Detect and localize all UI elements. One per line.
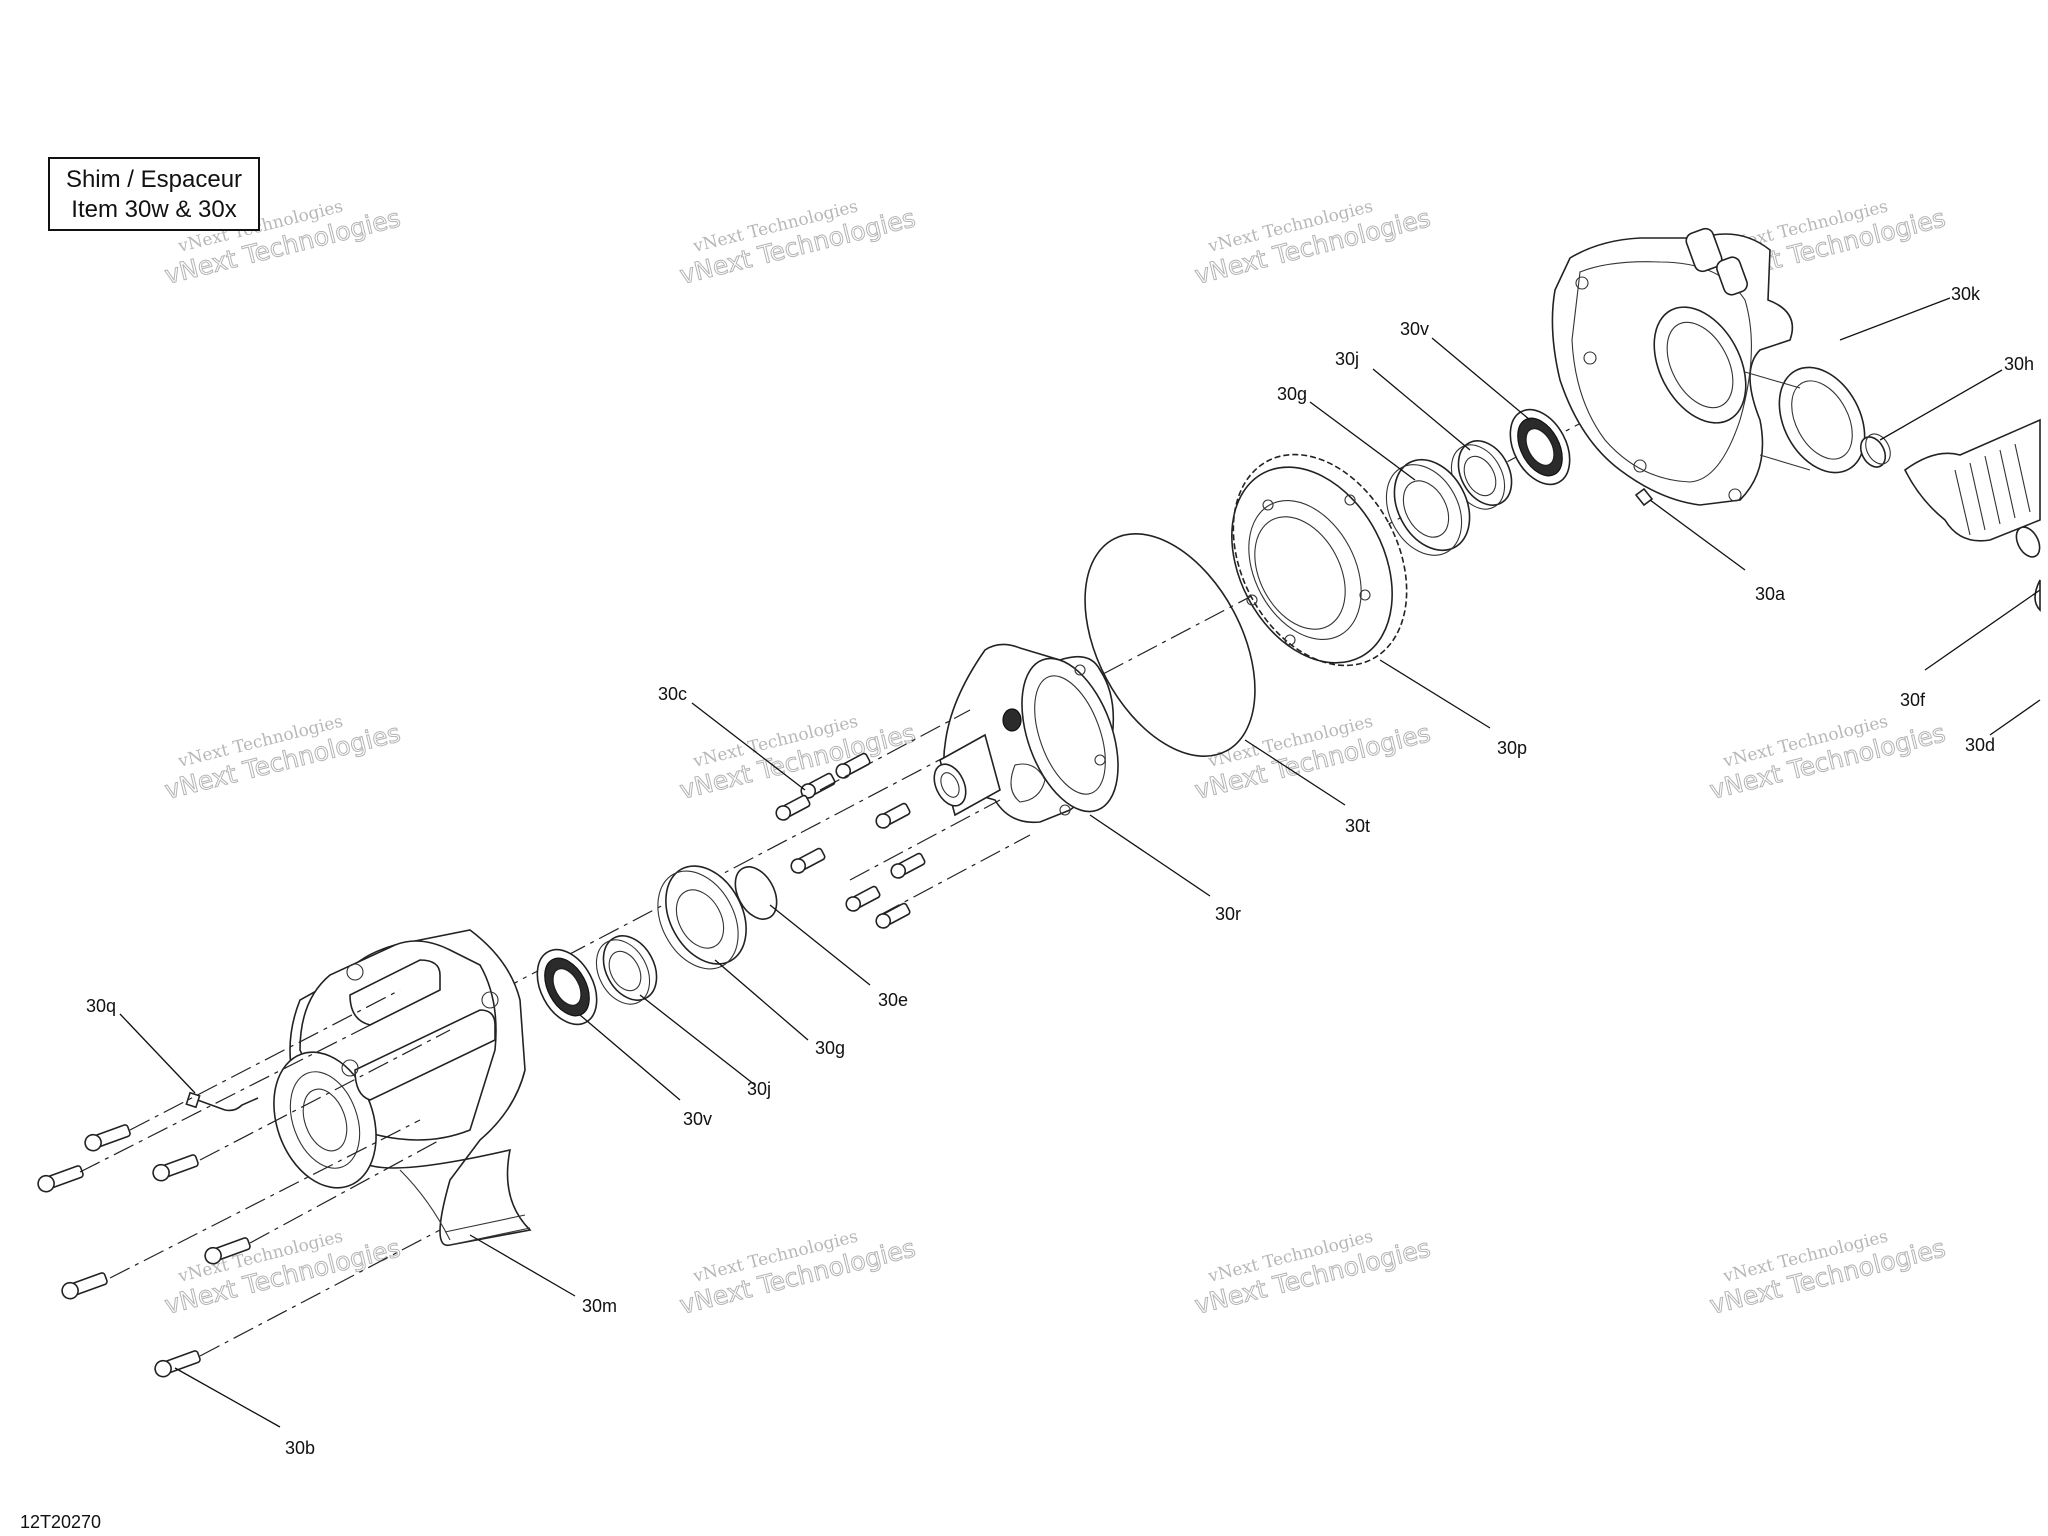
watermark: vNext Technologies vNext Technologies bbox=[676, 712, 918, 806]
watermark: vNext Technologies vNext Technologies bbox=[676, 1227, 918, 1321]
bolt-set-30b bbox=[37, 989, 451, 1378]
callout-30j-top: 30j bbox=[1335, 349, 1359, 369]
callout-30h: 30h bbox=[2004, 354, 2034, 374]
callout-30g-top: 30g bbox=[1277, 384, 1307, 404]
callout-30c: 30c bbox=[658, 684, 687, 704]
callout-30p: 30p bbox=[1497, 738, 1527, 758]
callout-30r: 30r bbox=[1215, 904, 1241, 924]
bearing-30j-top bbox=[1450, 440, 1513, 510]
shim-note-box: Shim / Espaceur Item 30w & 30x bbox=[48, 157, 260, 231]
diagram-code: 12T20270 bbox=[20, 1512, 102, 1532]
needle-bearing-30h bbox=[1859, 433, 1891, 468]
watermark: vNext Technologies vNext Technologies bbox=[161, 712, 403, 806]
pinion-shaft-30f bbox=[1903, 418, 2041, 612]
seal-30v-bottom bbox=[536, 948, 598, 1026]
ring-gear-30p bbox=[1231, 453, 1408, 667]
callout-30d: 30d bbox=[1965, 735, 1995, 755]
watermark: vNext Technologies vNext Technologies bbox=[1191, 1227, 1433, 1321]
watermark: vNext Technologies vNext Technologies bbox=[1706, 712, 1948, 806]
watermark: vNext Technologies vNext Technologies bbox=[1706, 1227, 1948, 1321]
bearing-30g-bottom bbox=[657, 865, 747, 970]
o-ring-30t bbox=[1084, 532, 1256, 758]
callout-labels: 30k 30h 30v 30j 30g 30a 30f 30d 30p 30t … bbox=[86, 284, 2034, 1458]
seal-30v-top bbox=[1509, 408, 1571, 486]
callout-30j-bottom: 30j bbox=[747, 1079, 771, 1099]
callout-30f: 30f bbox=[1900, 690, 1926, 710]
watermark: vNext Technologies vNext Technologies bbox=[161, 1227, 403, 1321]
bolt-set-30c bbox=[775, 709, 1031, 929]
shim-note-line1: Shim / Espaceur bbox=[65, 166, 243, 193]
watermark: vNext Technologies vNext Technologies bbox=[1191, 197, 1433, 291]
leader-lines bbox=[119, 297, 2041, 1428]
callout-30v-bottom: 30v bbox=[683, 1109, 712, 1129]
callout-30m: 30m bbox=[582, 1296, 617, 1316]
shim-note-line2: Item 30w & 30x bbox=[71, 196, 237, 223]
breather-fitting bbox=[185, 1091, 201, 1109]
callout-30a: 30a bbox=[1755, 584, 1786, 604]
callout-30q: 30q bbox=[86, 996, 116, 1016]
left-housing-30m bbox=[273, 929, 532, 1247]
right-housing-30k bbox=[1551, 227, 1866, 507]
callout-30v-top: 30v bbox=[1400, 319, 1429, 339]
callout-30b: 30b bbox=[285, 1438, 315, 1458]
callout-30e: 30e bbox=[878, 990, 908, 1010]
differential-case-30r bbox=[933, 643, 1119, 824]
callout-30t: 30t bbox=[1345, 816, 1370, 836]
watermark: vNext Technologies vNext Technologies bbox=[676, 197, 918, 291]
bearing-30g-top bbox=[1385, 458, 1471, 556]
breather-tube-30q bbox=[191, 1097, 259, 1112]
bearing-30j-bottom bbox=[595, 935, 658, 1005]
callout-30g-bottom: 30g bbox=[815, 1038, 845, 1058]
callout-30k: 30k bbox=[1951, 284, 1981, 304]
